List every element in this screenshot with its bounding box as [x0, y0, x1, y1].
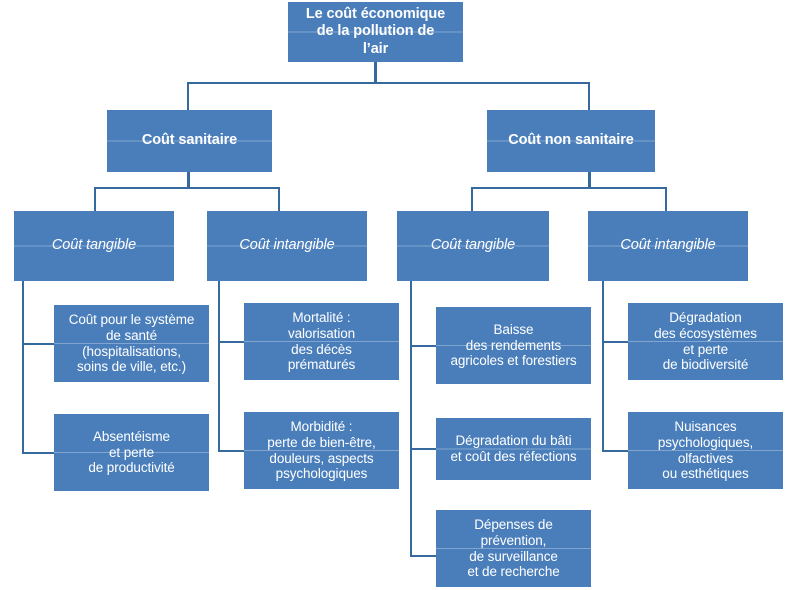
leaf-node-cout-systeme-sante[interactable]: Coût pour le système de santé (hospitali…	[54, 305, 209, 382]
connector-category-0-trunk	[22, 281, 24, 454]
connector-branch-1-down	[588, 172, 591, 187]
category-node-sanitaire-tangible[interactable]: Coût tangible	[14, 211, 174, 281]
connector-branch-0-bus	[94, 187, 280, 189]
category-node-non-sanitaire-tangible[interactable]: Coût tangible	[397, 211, 549, 281]
connector-category-2-stub-2	[410, 555, 436, 557]
leaf-node-absenteisme[interactable]: Absentéisme et perte de productivité	[54, 414, 209, 491]
connector-branch-0-down	[187, 172, 190, 187]
leaf-node-mortalite[interactable]: Mortalité : valorisation des décès préma…	[244, 303, 399, 380]
connector-category-1-stub-0	[218, 341, 244, 343]
connector-to-category-0	[94, 187, 96, 211]
connector-to-branch-0	[187, 82, 189, 110]
connector-category-3-stub-1	[602, 450, 628, 452]
leaf-node-nuisances[interactable]: Nuisances psychologiques, olfactives ou …	[628, 412, 783, 489]
connector-category-3-stub-0	[602, 341, 628, 343]
category-node-sanitaire-intangible[interactable]: Coût intangible	[207, 211, 367, 281]
leaf-node-morbidite[interactable]: Morbidité : perte de bien-être, douleurs…	[244, 412, 399, 489]
connector-to-category-3	[665, 187, 667, 211]
leaf-node-degradation-bati[interactable]: Dégradation du bâti et coût des réfectio…	[436, 418, 591, 480]
root-node[interactable]: Le coût économique de la pollution de l’…	[288, 2, 463, 62]
connector-category-3-trunk	[602, 281, 604, 452]
connector-category-0-stub-0	[22, 343, 54, 345]
connector-root-down	[374, 62, 377, 82]
connector-branch-1-bus	[471, 187, 667, 189]
connector-category-1-stub-1	[218, 450, 244, 452]
connector-category-0-stub-1	[22, 452, 54, 454]
connector-category-2-stub-0	[410, 345, 436, 347]
branch-node-cout-sanitaire[interactable]: Coût sanitaire	[107, 110, 272, 172]
connector-to-branch-1	[588, 82, 590, 110]
connector-root-bus	[187, 82, 590, 84]
leaf-node-baisse-rendements[interactable]: Baisse des rendements agricoles et fores…	[436, 307, 591, 384]
connector-to-category-1	[278, 187, 280, 211]
connector-category-2-stub-1	[410, 448, 436, 450]
connector-category-1-trunk	[218, 281, 220, 452]
category-node-non-sanitaire-intangible[interactable]: Coût intangible	[588, 211, 748, 281]
leaf-node-degradation-ecosystemes[interactable]: Dégradation des écosystèmes et perte de …	[628, 303, 783, 380]
branch-node-cout-non-sanitaire[interactable]: Coût non sanitaire	[487, 110, 655, 172]
leaf-node-depenses-prevention[interactable]: Dépenses de prévention, de surveillance …	[436, 510, 591, 587]
connector-to-category-2	[471, 187, 473, 211]
connector-category-2-trunk	[410, 281, 412, 557]
